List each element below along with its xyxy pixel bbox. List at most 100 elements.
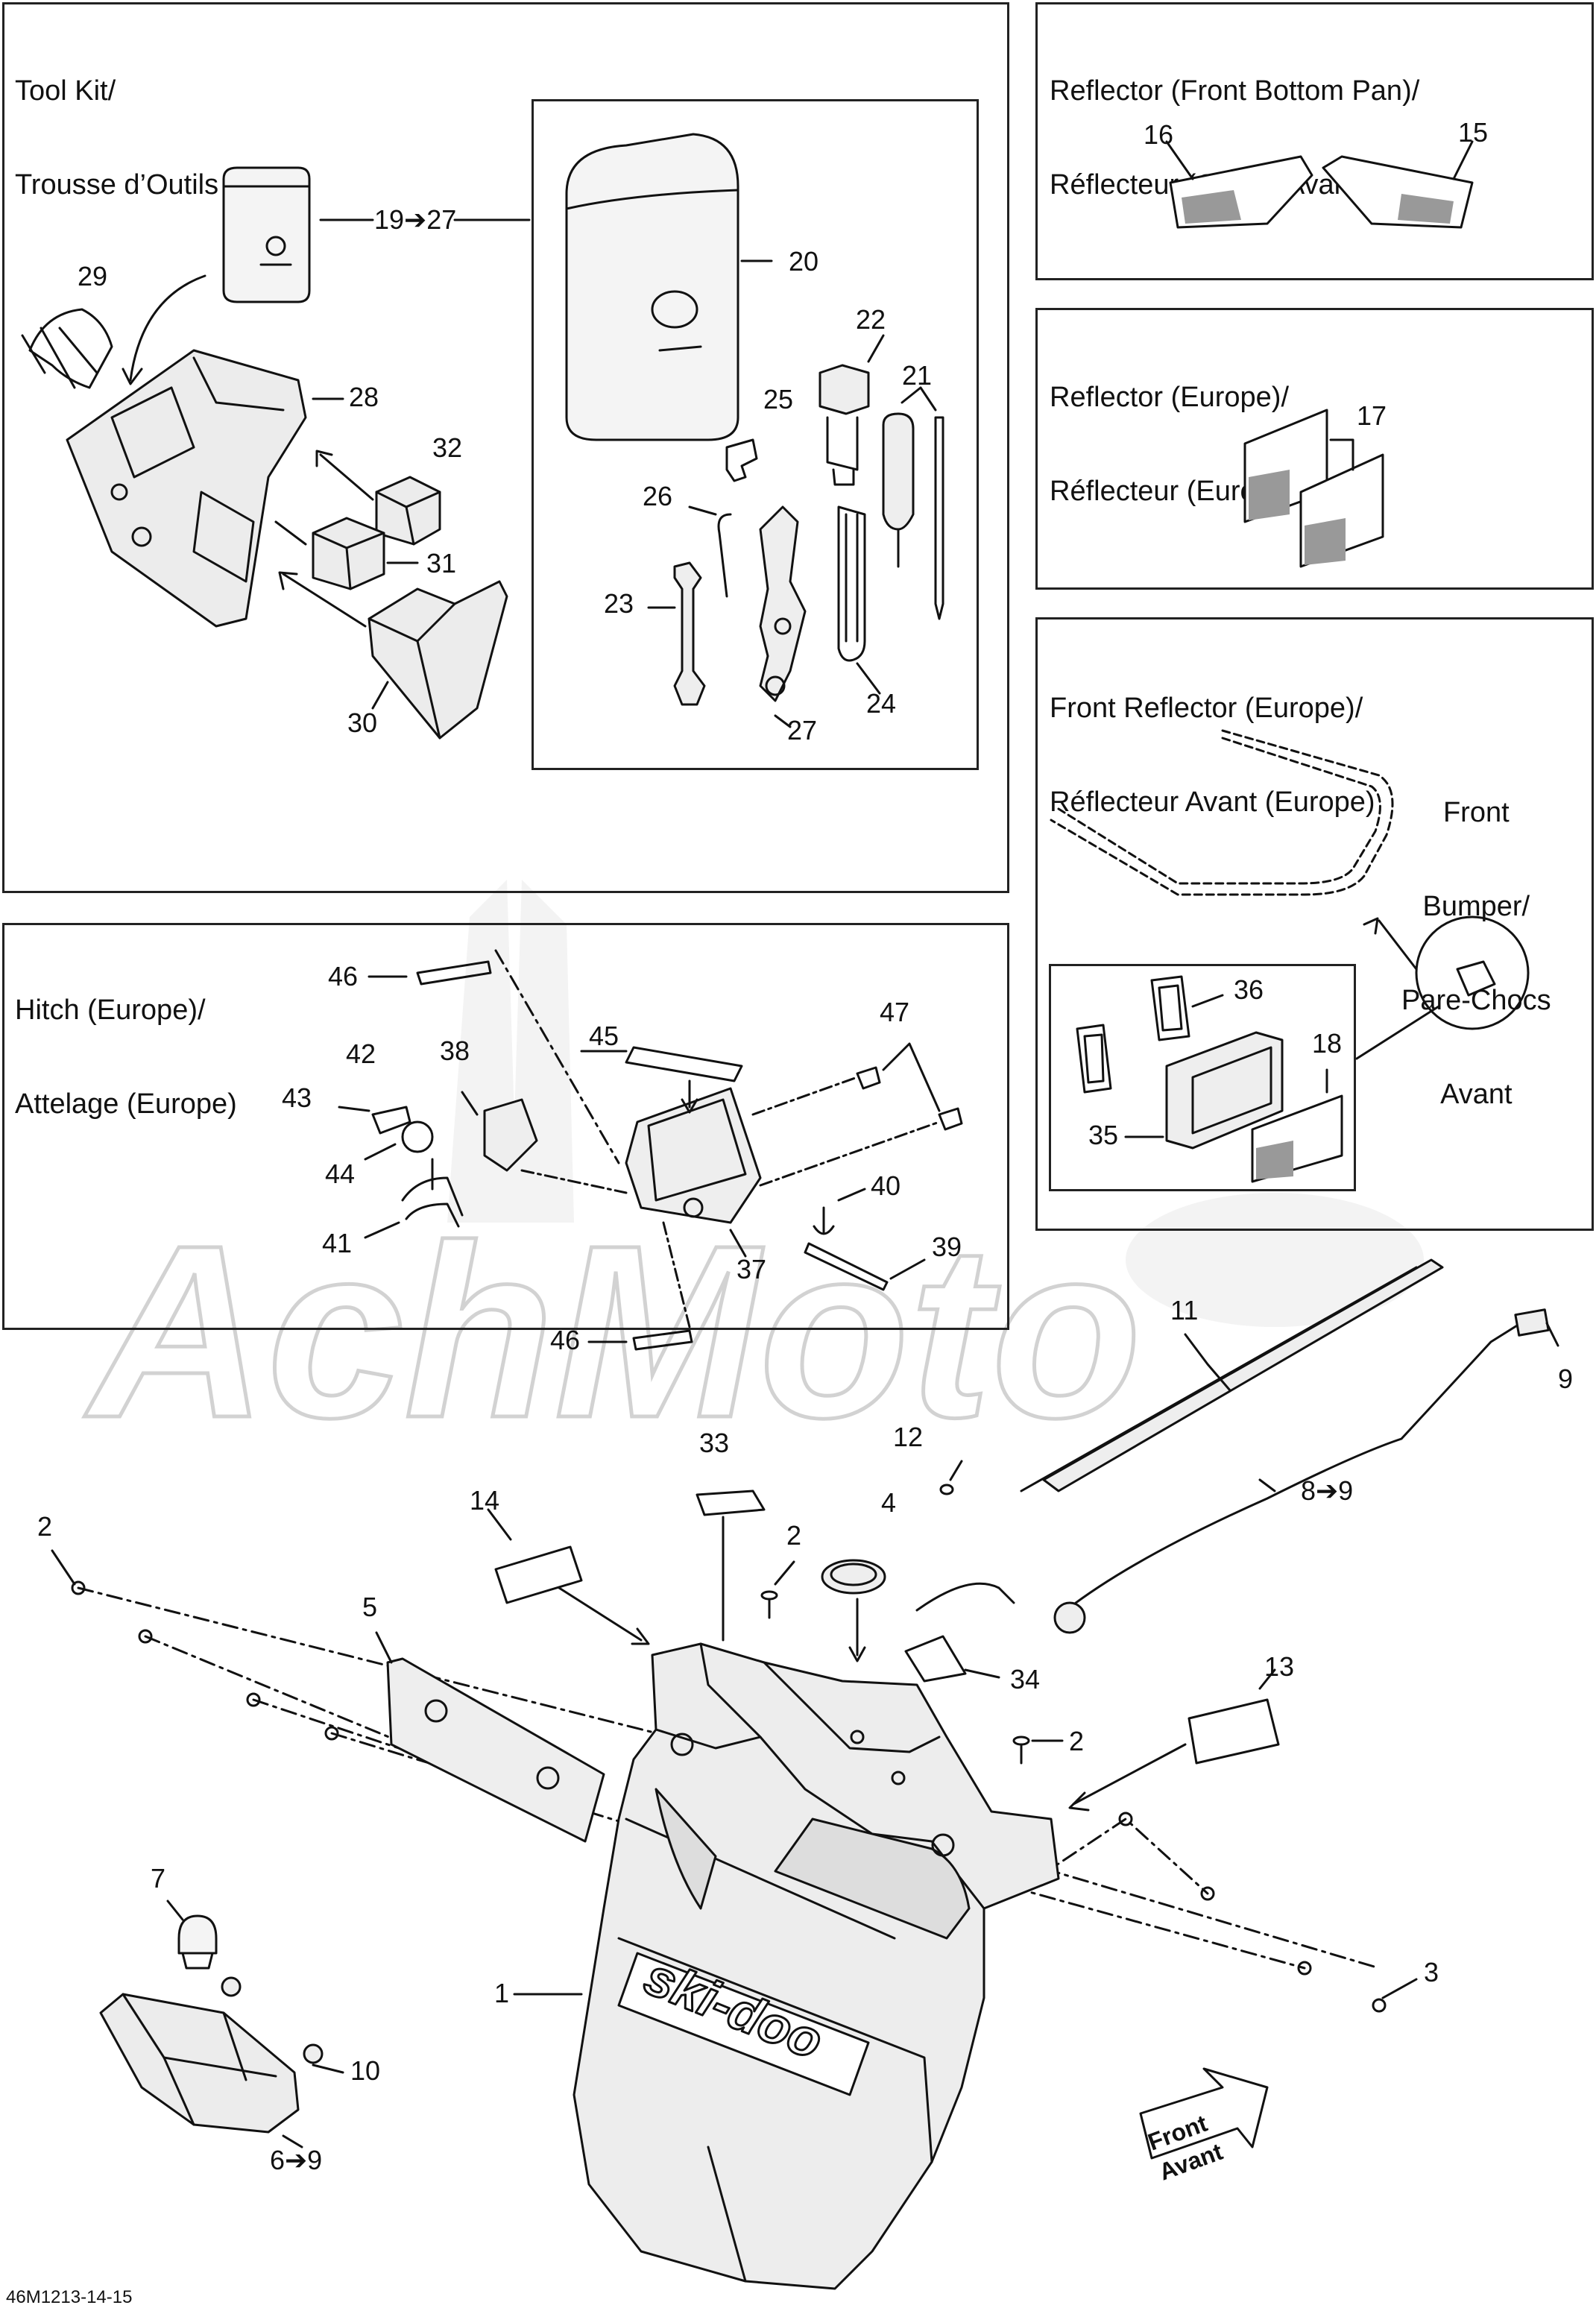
arrow-line xyxy=(274,520,307,546)
rivet-2-top xyxy=(760,1590,778,1619)
callout-11: 11 xyxy=(1170,1295,1199,1325)
decal-14 xyxy=(494,1545,583,1604)
title-line: Reflector (Europe)/ xyxy=(1050,382,1290,413)
grommet-12 xyxy=(939,1484,954,1495)
bumper-trim-strip xyxy=(1020,1258,1444,1492)
arrow-head xyxy=(631,1627,650,1645)
connector-clip xyxy=(1053,1601,1086,1634)
detail-circle xyxy=(1415,915,1530,1030)
callout-19-27: 19➔27 xyxy=(374,204,457,235)
leader-line xyxy=(688,505,717,516)
callout-17: 17 xyxy=(1357,400,1387,431)
foam-block-small xyxy=(375,476,441,546)
reflector-bracket-a xyxy=(1076,1024,1112,1094)
reflector-housing-mini xyxy=(1456,960,1496,997)
callout-9: 9 xyxy=(1558,1364,1574,1394)
callout-22: 22 xyxy=(856,304,886,335)
callout-44: 44 xyxy=(325,1158,356,1189)
callout-31: 31 xyxy=(426,548,457,578)
centerline xyxy=(662,1221,691,1328)
rivet-2-right xyxy=(1012,1736,1030,1765)
callout-21: 21 xyxy=(902,360,933,391)
leader-line xyxy=(900,386,937,412)
arrow-line xyxy=(558,1586,643,1642)
callout-14: 14 xyxy=(470,1485,500,1516)
arrow-head xyxy=(681,1098,698,1114)
leader-line xyxy=(1184,1333,1231,1392)
callout-38: 38 xyxy=(440,1035,470,1066)
callout-15: 15 xyxy=(1458,117,1489,148)
panel-reflector-front-bottom-pan xyxy=(1035,2,1594,280)
u-wrench xyxy=(837,505,866,662)
callout-2-top: 2 xyxy=(786,1520,802,1551)
callout-6-9: 6➔9 xyxy=(270,2145,323,2175)
rivets xyxy=(71,1580,1387,2013)
wiring-harness xyxy=(915,1308,1550,1612)
tool-bag-small xyxy=(222,166,311,303)
arrow-line xyxy=(129,274,206,382)
callout-20: 20 xyxy=(789,246,819,277)
callout-24: 24 xyxy=(866,688,897,719)
leader-line xyxy=(889,1258,926,1280)
title-line: Tool Kit/ xyxy=(15,75,116,107)
panel-reflector-europe xyxy=(1035,308,1594,590)
leader-line xyxy=(1545,1322,1559,1347)
callout-41: 41 xyxy=(322,1228,353,1258)
callout-37: 37 xyxy=(737,1254,767,1284)
hitch-clip xyxy=(401,1176,464,1228)
leader-line xyxy=(774,714,792,728)
hitch-plate xyxy=(625,1087,762,1224)
arrow-line xyxy=(1072,1743,1187,1806)
arrow-line xyxy=(319,453,374,501)
panel-tool-kit-inset xyxy=(532,99,979,770)
front-bumper xyxy=(1050,729,1394,896)
callout-12: 12 xyxy=(893,1422,924,1452)
callout-30: 30 xyxy=(347,707,378,738)
title-line: Reflector (Front Bottom Pan)/ xyxy=(1050,75,1420,107)
arrow-line xyxy=(282,573,367,628)
reflector-right xyxy=(1322,155,1474,229)
callout-13: 13 xyxy=(1264,1651,1295,1682)
centerline xyxy=(759,1120,941,1187)
storage-strap xyxy=(21,308,113,389)
arrow-head xyxy=(1068,1791,1090,1812)
callout-36: 36 xyxy=(1234,974,1264,1005)
arrow-head xyxy=(315,450,333,467)
centerline xyxy=(520,1169,628,1194)
leader-line xyxy=(1452,140,1474,180)
leader-line xyxy=(51,1549,76,1586)
leader-line xyxy=(371,681,389,710)
leader-line xyxy=(1191,994,1224,1008)
leader-line xyxy=(1258,1668,1276,1690)
leader-line xyxy=(1258,1478,1276,1492)
callout-7: 7 xyxy=(151,1863,166,1894)
callout-16: 16 xyxy=(1144,119,1174,150)
socket-wrench xyxy=(818,364,870,486)
connector-10 xyxy=(221,1976,324,2064)
hex-key xyxy=(717,513,732,598)
callout-5: 5 xyxy=(362,1592,378,1622)
screwdriver xyxy=(882,412,915,568)
callout-40: 40 xyxy=(871,1170,901,1201)
callout-46-bottom: 46 xyxy=(550,1325,581,1355)
leader-line xyxy=(487,1508,512,1541)
leader-line xyxy=(312,2064,344,2074)
callout-4: 4 xyxy=(881,1487,897,1518)
callout-3: 3 xyxy=(1424,1957,1439,1987)
callout-29: 29 xyxy=(78,261,108,291)
front-reflector-europe-title: Front Reflector (Europe)/ Réflecteur Ava… xyxy=(1050,630,1375,880)
callout-32: 32 xyxy=(432,432,463,463)
anchor-40 xyxy=(813,1206,835,1235)
arrow-head xyxy=(278,571,298,590)
screwdriver-bit xyxy=(934,416,944,620)
decal-33 xyxy=(696,1489,766,1516)
callout-42: 42 xyxy=(346,1038,376,1069)
tool-bag-large xyxy=(565,133,739,441)
marker-light xyxy=(99,1993,300,2134)
callout-35: 35 xyxy=(1088,1120,1119,1150)
decal-34 xyxy=(904,1635,967,1683)
leader-line xyxy=(364,1143,397,1161)
callout-33: 33 xyxy=(699,1428,730,1458)
